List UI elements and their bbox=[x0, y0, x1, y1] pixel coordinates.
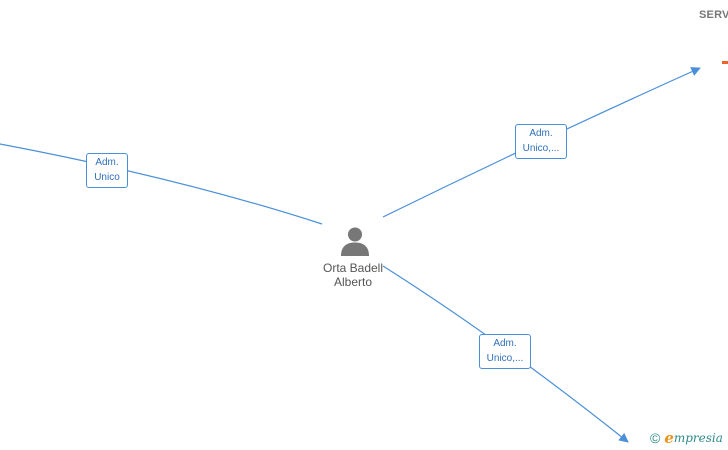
edge-left-company bbox=[0, 143, 323, 225]
relation-label-line2: Unico bbox=[94, 172, 120, 183]
relation-label-line2: Unico,... bbox=[486, 353, 524, 364]
relation-label-line1: Adm. bbox=[529, 128, 553, 139]
relation-label-left[interactable]: Adm. Unico bbox=[86, 153, 128, 188]
brand-logo-e: e bbox=[664, 429, 674, 447]
company-marker bbox=[722, 61, 728, 64]
relation-label-line1: Adm. bbox=[95, 157, 119, 168]
person-name[interactable]: Orta Badell Alberto bbox=[298, 261, 408, 289]
relation-label-line1: Adm. bbox=[493, 338, 517, 349]
company-name-top-right[interactable]: SERV bbox=[699, 9, 728, 21]
brand-logo: ©empresia bbox=[650, 429, 723, 447]
relation-label-line2: Unico,... bbox=[522, 143, 560, 154]
relation-label-top-right[interactable]: Adm. Unico,... bbox=[515, 124, 567, 159]
person-icon[interactable] bbox=[339, 226, 371, 256]
brand-logo-text: mpresia bbox=[673, 431, 723, 445]
relation-label-bottom-right[interactable]: Adm. Unico,... bbox=[479, 334, 531, 369]
person-name-line2: Alberto bbox=[333, 275, 373, 289]
person-name-line1: Orta Badell bbox=[322, 261, 384, 275]
copyright-icon: © bbox=[650, 430, 661, 446]
